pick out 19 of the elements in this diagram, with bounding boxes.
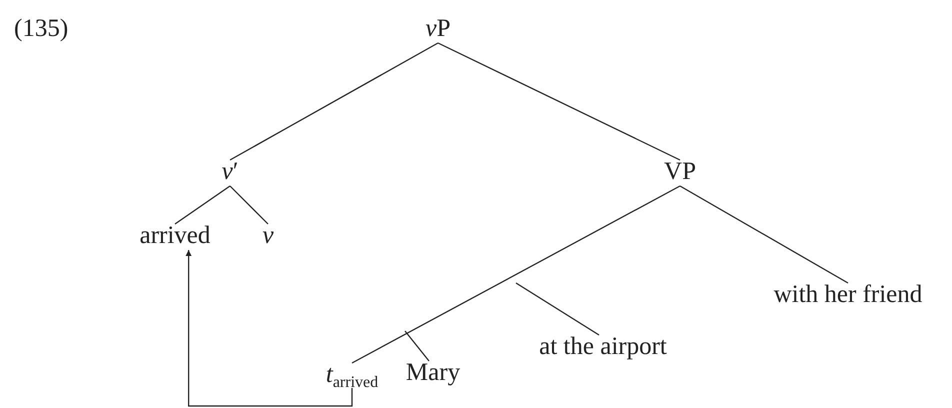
tree-branch — [404, 330, 430, 362]
tree-branch — [174, 186, 230, 224]
word-label: v — [261, 223, 275, 248]
tree-branch — [516, 282, 600, 336]
word-label: t$_{arrived}$ — [324, 362, 380, 387]
tree-branch — [352, 185, 680, 364]
phrase-label: vP — [424, 16, 452, 41]
example-number: (135) — [14, 16, 68, 41]
tree-branch — [680, 185, 848, 284]
tree-branch — [230, 186, 268, 224]
tree-branch — [230, 42, 438, 161]
word-label: with her friend — [772, 282, 924, 307]
word-label: Mary — [404, 360, 462, 385]
phrase-label: VP — [663, 159, 697, 184]
phrase-label: v′ — [220, 159, 240, 184]
tree-branch — [438, 42, 680, 161]
movement-arrow — [186, 250, 353, 407]
word-label: at the airport — [538, 334, 668, 359]
word-label: arrived — [138, 223, 212, 248]
